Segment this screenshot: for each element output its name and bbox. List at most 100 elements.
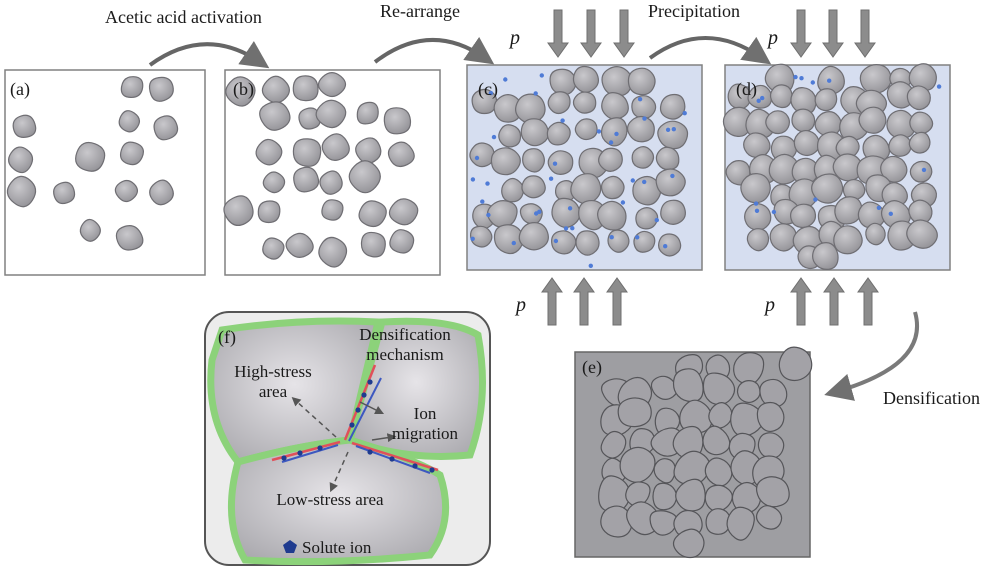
grain — [321, 199, 344, 221]
pressure-label-c-bottom: p — [516, 294, 526, 316]
grain — [572, 65, 600, 93]
grain — [292, 75, 319, 102]
grain — [387, 141, 415, 168]
solute-ion-dot — [670, 173, 675, 179]
step-label-densification: Densification — [883, 388, 980, 408]
grain — [744, 203, 772, 231]
grain — [617, 397, 652, 428]
grain — [886, 81, 915, 109]
grain — [631, 95, 657, 120]
grain — [909, 160, 933, 183]
grain — [348, 160, 381, 194]
dashed-arrow-high-stress — [291, 396, 337, 438]
grain — [259, 101, 291, 131]
solute-ion-dot — [480, 199, 485, 204]
solute-ion-dot — [888, 211, 893, 216]
solute-ion-dot — [642, 116, 647, 121]
grain — [733, 352, 765, 385]
grain — [547, 91, 571, 115]
grain — [790, 87, 817, 115]
grain — [118, 110, 141, 133]
grain — [727, 83, 752, 110]
grain — [657, 120, 689, 150]
grain — [114, 179, 139, 203]
step-label-precipitation: Precipitation — [648, 1, 740, 21]
grain — [601, 66, 633, 97]
grain — [257, 200, 281, 224]
grain — [660, 199, 686, 225]
grain — [149, 179, 174, 206]
panel-c-grains — [469, 65, 689, 257]
grain — [655, 146, 680, 171]
grain — [908, 131, 931, 154]
solute-ion-dot — [474, 155, 480, 161]
grain — [672, 528, 705, 559]
inset-ion-migration-label: Ion migration — [391, 404, 459, 443]
pressure-label-c-top: p — [510, 27, 520, 49]
solute-ion-dot — [756, 98, 761, 104]
solute-ion-dot — [609, 235, 614, 240]
grain — [740, 173, 771, 204]
panel-label-c: (c) — [478, 79, 498, 99]
solute-ion-dot — [630, 178, 635, 183]
grain — [321, 133, 350, 161]
grain — [6, 175, 37, 208]
grain — [600, 175, 625, 200]
grain — [469, 225, 493, 248]
solute-ion-dot — [876, 205, 882, 210]
pressure-label-d-top: p — [768, 27, 778, 49]
grain — [360, 231, 386, 258]
grain — [859, 64, 892, 94]
pressure-arrows-top-c — [547, 9, 635, 58]
solute-ion-dot — [614, 131, 619, 137]
solute-ion-dot — [567, 206, 573, 211]
grain — [736, 380, 761, 404]
grain — [631, 146, 655, 169]
pressure-arrows-bottom-d — [790, 277, 879, 326]
grain — [649, 510, 678, 536]
grain — [811, 173, 844, 204]
grain — [793, 129, 820, 157]
grain — [812, 242, 839, 271]
grain — [8, 146, 34, 174]
grain — [570, 173, 602, 205]
solute-ion-dot — [813, 197, 818, 202]
grain — [53, 181, 76, 205]
grain — [791, 108, 816, 133]
curved-arrow-precipitation — [648, 36, 772, 65]
grain — [315, 99, 347, 129]
panel-label-e: (e) — [582, 357, 602, 377]
solute-ion-dot — [560, 118, 565, 123]
grain — [521, 175, 546, 199]
solute-ion-dot — [537, 209, 542, 214]
grain — [501, 177, 525, 203]
solute-ion-dot — [533, 91, 538, 96]
grain — [319, 170, 343, 195]
grain — [355, 137, 382, 164]
solute-ion-dot — [596, 129, 602, 134]
solute-ion-dot — [485, 181, 490, 186]
grain — [520, 118, 550, 147]
grain — [298, 107, 321, 130]
grain — [746, 228, 770, 252]
grain — [708, 402, 733, 429]
inset-solute-ion-label: Solute ion — [302, 538, 372, 557]
grain — [356, 101, 379, 125]
grain — [493, 94, 523, 123]
inset-grain-bottom — [228, 436, 450, 566]
grain — [487, 200, 518, 228]
solute-ion-dot — [665, 127, 671, 132]
grain — [653, 458, 676, 484]
grain — [389, 229, 415, 254]
grain — [814, 88, 838, 112]
grain — [469, 142, 495, 168]
grain — [546, 121, 571, 146]
solute-ion-dot — [663, 244, 668, 249]
grain — [522, 148, 545, 173]
grain — [148, 76, 174, 102]
grain — [493, 224, 525, 255]
grain — [672, 425, 704, 459]
solute-ion-dot — [799, 76, 804, 81]
grain — [262, 171, 286, 194]
